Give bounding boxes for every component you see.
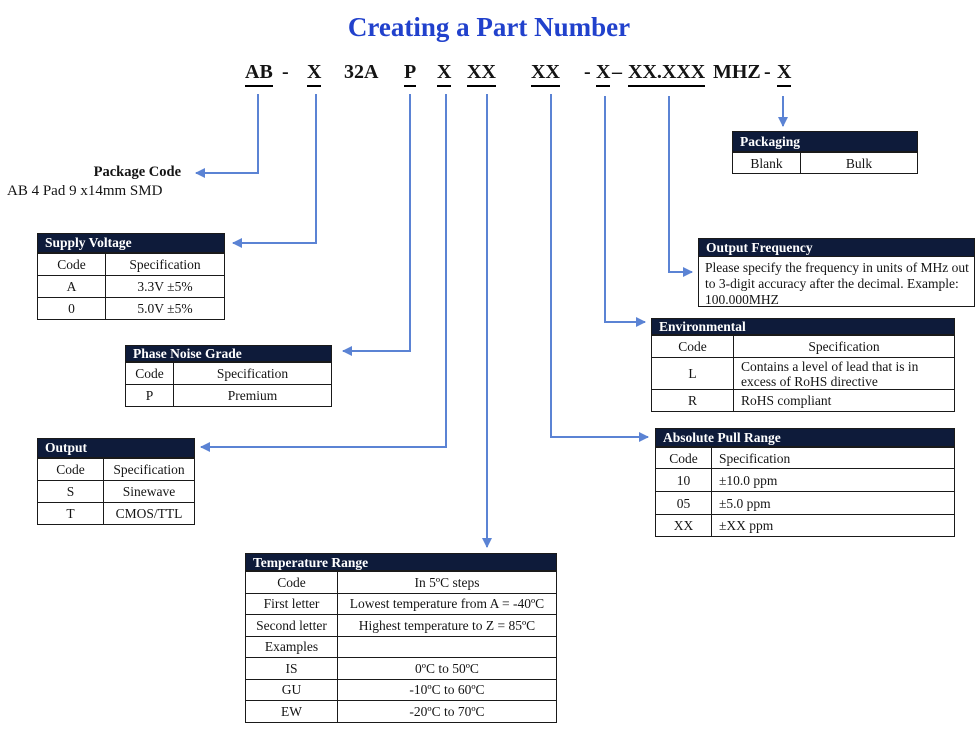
- page-title: Creating a Part Number: [347, 12, 631, 42]
- table-cell: 0ºC to 50ºC: [337, 657, 557, 680]
- table-cell: S: [37, 480, 104, 503]
- pn-dash-1: -: [282, 61, 289, 83]
- table-header: Temperature Range: [245, 553, 557, 571]
- table-cell: 5.0V ±5%: [105, 297, 225, 320]
- table-cell: Bulk: [800, 152, 918, 174]
- output-frequency-text: Please specify the frequency in units of…: [698, 257, 975, 307]
- table-cell: RoHS compliant: [733, 389, 955, 412]
- table-cell: Code: [37, 458, 104, 481]
- table-cell: 10: [655, 468, 712, 492]
- output-table: Output Code Specification S Sinewave T C…: [37, 438, 195, 525]
- table-cell: Contains a level of lead that is in exce…: [733, 357, 955, 390]
- table-cell: ±10.0 ppm: [711, 468, 955, 492]
- table-cell: [337, 635, 557, 658]
- table-header: Absolute Pull Range: [655, 428, 955, 447]
- temperature-range-table: Temperature Range Code In 5ºC steps Firs…: [245, 553, 557, 723]
- table-cell: IS: [245, 657, 338, 680]
- supply-voltage-table: Supply Voltage Code Specification A 3.3V…: [37, 233, 225, 320]
- table-cell: -10ºC to 60ºC: [337, 678, 557, 701]
- table-cell: GU: [245, 678, 338, 701]
- pn-segment-temperature: XX: [467, 60, 496, 87]
- table-cell: L: [651, 357, 734, 390]
- table-cell: In 5ºC steps: [337, 571, 557, 594]
- arrow-environmental: [604, 96, 646, 327]
- pn-dash-2: -: [584, 61, 591, 83]
- table-cell: -20ºC to 70ºC: [337, 700, 557, 723]
- table-cell: Sinewave: [103, 480, 195, 503]
- pn-segment-phase-noise: P: [404, 60, 417, 87]
- output-frequency-box: Output Frequency Please specify the freq…: [698, 238, 975, 307]
- table-header: Phase Noise Grade: [125, 345, 332, 362]
- table-header: Environmental: [651, 318, 955, 335]
- pn-segment-voltage: X: [307, 60, 322, 87]
- table-header: Output: [37, 438, 195, 458]
- pn-segment-pull-range: XX: [531, 60, 560, 87]
- table-cell: Blank: [732, 152, 801, 174]
- table-cell: Premium: [173, 384, 332, 407]
- pn-segment-output: X: [437, 60, 452, 87]
- pn-segment-frequency: XX.XXX: [628, 60, 706, 87]
- table-cell: P: [125, 384, 174, 407]
- pn-dash-3: -: [764, 61, 771, 83]
- table-cell: 0: [37, 297, 106, 320]
- table-cell: A: [37, 275, 106, 298]
- table-cell: Examples: [245, 635, 338, 658]
- pn-segment-series: 32A: [344, 61, 379, 83]
- pn-segment-package: AB: [245, 60, 273, 87]
- table-cell: Code: [37, 253, 106, 276]
- table-cell: 3.3V ±5%: [105, 275, 225, 298]
- table-cell: Code: [651, 335, 734, 358]
- pn-unit-mhz: MHZ: [713, 61, 761, 83]
- pn-segment-packaging: X: [777, 60, 792, 87]
- environmental-table: Environmental Code Specification L Conta…: [651, 318, 955, 412]
- table-cell: Lowest temperature from A = -40ºC: [337, 592, 557, 615]
- arrow-package-code: [195, 94, 259, 178]
- arrow-supply-voltage: [232, 94, 317, 248]
- table-header: Supply Voltage: [37, 233, 225, 253]
- pn-segment-environmental: X: [596, 60, 611, 87]
- table-cell: Specification: [733, 335, 955, 358]
- arrow-output-frequency: [668, 96, 693, 277]
- table-cell: Second letter: [245, 614, 338, 637]
- table-cell: Code: [655, 447, 712, 469]
- arrow-phase-noise: [342, 94, 411, 356]
- table-cell: Specification: [173, 362, 332, 385]
- table-cell: Code: [125, 362, 174, 385]
- table-cell: Highest temperature to Z = 85ºC: [337, 614, 557, 637]
- table-cell: ±5.0 ppm: [711, 491, 955, 515]
- table-cell: EW: [245, 700, 338, 723]
- table-cell: XX: [655, 514, 712, 537]
- table-cell: T: [37, 502, 104, 525]
- packaging-table: Packaging Blank Bulk: [732, 131, 918, 174]
- phase-noise-table: Phase Noise Grade Code Specification P P…: [125, 345, 332, 407]
- table-cell: Specification: [105, 253, 225, 276]
- table-cell: R: [651, 389, 734, 412]
- package-code-description: AB 4 Pad 9 x14mm SMD: [7, 183, 163, 199]
- table-cell: Code: [245, 571, 338, 594]
- table-cell: CMOS/TTL: [103, 502, 195, 525]
- package-code-label: Package Code: [93, 164, 181, 180]
- absolute-pull-range-table: Absolute Pull Range Code Specification 1…: [655, 428, 955, 537]
- table-cell: ±XX ppm: [711, 514, 955, 537]
- pn-endash: –: [612, 61, 622, 83]
- arrow-absolute-pull: [550, 94, 649, 442]
- table-cell: Specification: [103, 458, 195, 481]
- table-cell: First letter: [245, 592, 338, 615]
- table-cell: 05: [655, 491, 712, 515]
- table-header: Packaging: [732, 131, 918, 152]
- table-cell: Specification: [711, 447, 955, 469]
- table-header: Output Frequency: [698, 238, 975, 257]
